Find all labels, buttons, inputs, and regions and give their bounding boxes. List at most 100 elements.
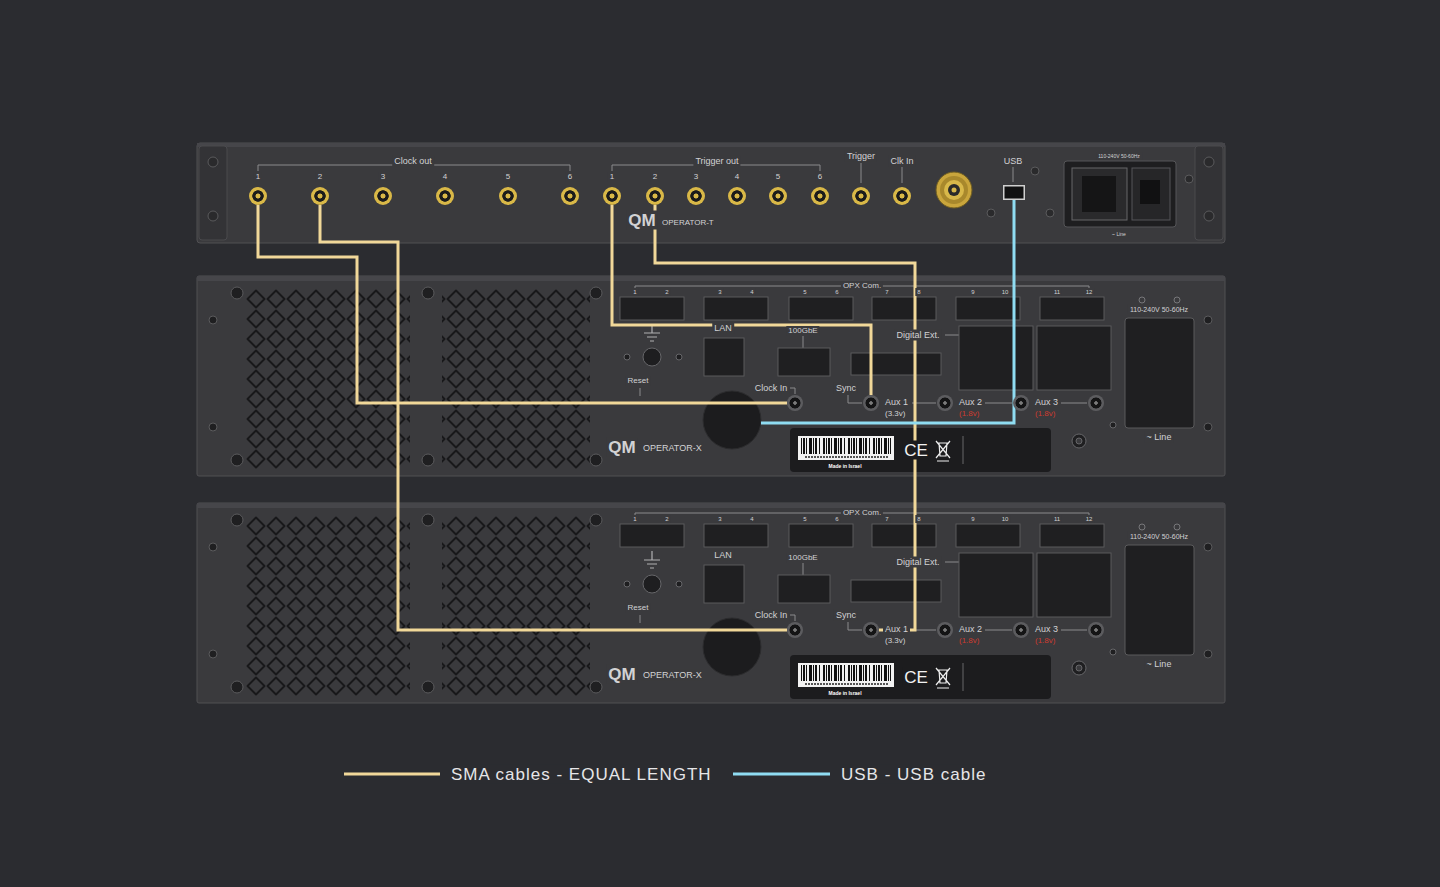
port-number: 4 xyxy=(441,172,449,182)
ce-mark: CE xyxy=(902,668,930,687)
port-number: 5 xyxy=(504,172,512,182)
screw-hole xyxy=(1204,211,1214,221)
rf-connector xyxy=(952,188,957,193)
sma-cable xyxy=(258,205,787,403)
usb-port: USB xyxy=(1003,185,1025,200)
power-label: ~ Line xyxy=(1110,231,1128,238)
model-name: OPERATOR-X xyxy=(641,443,704,454)
port-number: 2 xyxy=(663,288,670,296)
aux-port: Aux 2(1.8v) xyxy=(1013,622,1029,638)
sync-port: Sync xyxy=(863,395,879,411)
port-number: 5 xyxy=(801,288,808,296)
trigger-in-port: Trigger xyxy=(852,187,870,205)
power-label: ~ Line xyxy=(1145,659,1174,670)
port-number: 6 xyxy=(566,172,574,182)
clock-out-port: 1 xyxy=(249,187,267,205)
port-number: 9 xyxy=(969,288,976,296)
brand-logo: QM xyxy=(606,665,637,684)
sma-cable xyxy=(655,205,915,630)
aux-port: Aux 2(1.8v) xyxy=(1013,395,1029,411)
power-socket xyxy=(1082,176,1116,212)
port-number: 4 xyxy=(748,515,755,523)
port-number: 11 xyxy=(1052,288,1062,296)
port-label: LAN xyxy=(712,550,734,561)
rack-ear xyxy=(1195,146,1223,240)
port-number: 1 xyxy=(631,288,638,296)
screw-hole xyxy=(1204,157,1214,167)
port-label: USB xyxy=(1002,156,1025,167)
port-group-label: Trigger out xyxy=(693,156,740,167)
power-switch xyxy=(1140,180,1160,204)
voltage-note: (3.3v) xyxy=(883,636,907,646)
sma-cable xyxy=(320,205,787,630)
port-number: 3 xyxy=(716,515,723,523)
operator-t-drawing xyxy=(197,143,1225,243)
screw-hole xyxy=(1185,175,1193,183)
voltage-note: (1.8v) xyxy=(957,409,981,419)
port-number: 7 xyxy=(883,515,890,523)
brand-logo: QM xyxy=(626,211,657,230)
rf-connector xyxy=(948,184,960,196)
clock-in-port: Clock In xyxy=(787,622,803,638)
clock-in-port: Clk In xyxy=(893,187,911,205)
panel-body xyxy=(197,143,1225,243)
model-name: OPERATOR-T xyxy=(660,218,716,228)
voltage-note: (1.8v) xyxy=(1033,636,1057,646)
clock-out-port: 5 xyxy=(499,187,517,205)
port-number: 11 xyxy=(1052,515,1062,523)
aux-port: Aux 3(1.8v) xyxy=(1088,395,1104,411)
port-number: 8 xyxy=(915,288,922,296)
aux-port: Aux 3(1.8v) xyxy=(1088,622,1104,638)
port-label: Aux 2 xyxy=(957,624,984,635)
sma-cable xyxy=(612,205,871,395)
clock-out-port: 3 xyxy=(374,187,392,205)
trigger-out-port: 6 xyxy=(811,187,829,205)
usb-cable xyxy=(761,200,1014,423)
port-group-label: OPX Com. xyxy=(841,281,883,291)
rf-connector xyxy=(940,176,968,204)
port-group-label: OPX Com. xyxy=(841,508,883,518)
port-label: Sync xyxy=(834,383,858,394)
port-number: 1 xyxy=(254,172,262,182)
screw-hole xyxy=(208,157,218,167)
port-number: 5 xyxy=(801,515,808,523)
port-label: Clock In xyxy=(753,383,790,394)
power-switch xyxy=(1132,168,1170,220)
legend-text: USB - USB cable xyxy=(839,765,988,784)
port-number: 3 xyxy=(692,172,700,182)
rf-connector xyxy=(944,180,964,200)
port-label: Aux 3 xyxy=(1033,624,1060,635)
usb-legend-line xyxy=(733,771,830,777)
rf-connector xyxy=(936,172,972,208)
operator-x-unit: QMOPERATOR-XClock InSyncAux 1(3.3v)Aux 2… xyxy=(197,276,1225,476)
port-number: 12 xyxy=(1084,515,1095,523)
trigger-out-port: 5 xyxy=(769,187,787,205)
button-label: Reset xyxy=(626,376,651,386)
port-label: Aux 1 xyxy=(883,397,910,408)
rating-text: 110-240V 50-60Hz xyxy=(1096,153,1142,160)
legend-text: SMA cables - EQUAL LENGTH xyxy=(449,765,714,784)
screw-hole xyxy=(208,211,218,221)
voltage-note: (1.8v) xyxy=(957,636,981,646)
screw-hole xyxy=(987,209,995,217)
port-number: 6 xyxy=(833,515,840,523)
port-number: 2 xyxy=(316,172,324,182)
clock-out-port: 2 xyxy=(311,187,329,205)
clock-out-port: 6 xyxy=(561,187,579,205)
trigger-out-port: 4 xyxy=(728,187,746,205)
port-label: Trigger xyxy=(845,151,877,162)
port-label: 100GbE xyxy=(786,553,819,563)
port-number: 8 xyxy=(915,515,922,523)
port-label: Aux 1 xyxy=(883,624,910,635)
port-number: 2 xyxy=(651,172,659,182)
power-inlet xyxy=(1064,161,1176,227)
port-number: 1 xyxy=(631,515,638,523)
aux-port: Aux 1(3.3v) xyxy=(937,395,953,411)
port-number: 3 xyxy=(716,288,723,296)
port-label: Aux 2 xyxy=(957,397,984,408)
voltage-note: (3.3v) xyxy=(883,409,907,419)
port-number: 10 xyxy=(1000,288,1011,296)
